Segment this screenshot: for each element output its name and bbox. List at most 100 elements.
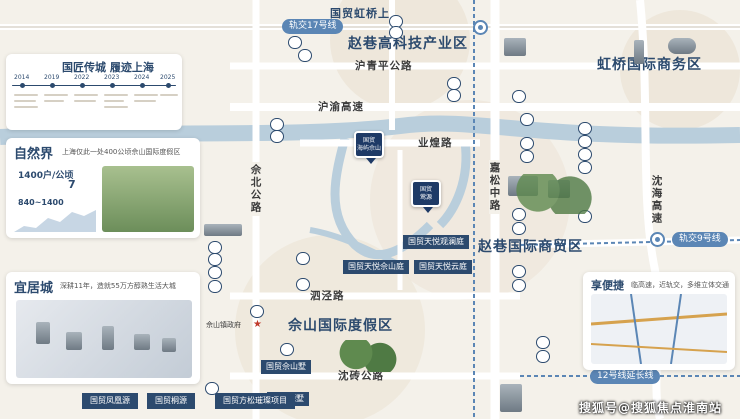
bottom-tag-3[interactable]: 国贸方松璀璨项目 [215,393,295,409]
poi-pill[interactable] [270,130,285,143]
park-trees-icon [514,174,594,214]
park-trees-icon [338,340,398,372]
building-icon [66,332,82,350]
transport-title: 享便捷 [591,279,624,292]
poi-pill[interactable] [296,278,311,291]
poi-pill[interactable] [512,90,527,103]
poi-pill[interactable] [512,279,527,292]
zone-label-zhaoxiang-tech: 赵巷高科技产业区 [348,36,468,52]
timeline-year: 2024 [134,74,150,81]
building-dome-icon [668,38,696,54]
poi-pill[interactable] [205,382,220,395]
transport-subtitle: 临高速，近轨交，多维立体交通 [631,281,729,289]
bottom-tag-1[interactable]: 国贸凤凰源 [82,393,138,409]
poi-pill[interactable] [208,280,223,293]
poi-pill[interactable] [578,122,593,135]
project-label-tianyue-2[interactable]: 国贸天悦佘山庭 [343,260,409,274]
building-tower-icon [500,384,522,412]
poi-pill[interactable] [520,150,535,163]
poi-pill[interactable] [578,148,593,161]
bottom-tag-2[interactable]: 国贸桐源 [147,393,195,409]
timeline-dot [80,83,85,88]
timeline-text-line [160,94,178,96]
nature-chart-area [14,210,96,232]
road-label-huyu: 沪渝高速 [318,101,364,113]
landmark-label-sheshan-gov: 佘山镇政府 [206,321,241,329]
metro-line17-label: 轨交17号线 [282,19,344,34]
timeline-year: 2025 [160,74,176,81]
poi-pill[interactable] [280,343,295,356]
poi-pill[interactable] [536,350,551,363]
district-halo-hongqiao [620,10,740,130]
timeline-text-line [74,100,96,102]
timeline-dot [20,83,25,88]
building-icon [134,334,150,350]
nature-photo [102,166,194,232]
timeline-text-line [104,106,128,108]
nature-panel: 自然界 上海仅此一处400公顷佘山国际度假区 1400户/公顷 7 840~14… [6,138,200,238]
poi-pill[interactable] [578,135,593,148]
road-label-yehuang: 业煌路 [418,137,453,149]
poi-pill[interactable] [208,266,223,279]
zone-label-hongqiao-business: 虹桥国际商务区 [597,57,702,73]
poi-pill[interactable] [578,161,593,174]
timeline-dot [140,83,145,88]
road-label-shenhai: 沈海高速 [650,175,663,225]
building-campus-icon [204,224,242,236]
zone-label-hongqiao-upper: 国贸虹桥上 [330,7,390,20]
transport-inset-lines [591,294,727,364]
project-marker-main[interactable]: 国贸海屿佘山 [354,131,384,164]
nature-area-chart [14,210,96,232]
transport-route [630,294,642,364]
timeline-year: 2022 [74,74,90,81]
river-main [0,115,740,145]
nature-stat-1: 1400户/公顷 [18,171,74,181]
metro-line12-label: 12号线延长线 [590,369,661,384]
poi-pill[interactable] [512,265,527,278]
timeline-text-line [14,94,38,96]
watermark-text: 搜狐号@搜狐焦点淮南站 [578,401,722,415]
nature-stat-2: 7 [68,178,76,191]
timeline-text-line [44,94,68,96]
livable-panel: 宜居城 深耕11年，造就55万方醇熟生活大城 [6,272,200,384]
timeline-year: 2023 [104,74,120,81]
river-branch-east [436,141,471,229]
nature-title: 自然界 [14,147,54,162]
timeline-text-line [44,100,64,102]
transport-route [591,312,727,326]
project-marker-secondary[interactable]: 国贸莺源 [411,180,441,213]
timeline-text-line [104,94,128,96]
project-label-tianyue-1[interactable]: 国贸天悦观澜庭 [403,235,469,249]
building-cluster-icon [504,38,526,56]
poi-pill[interactable] [520,113,535,126]
district-halo-commerce [370,100,570,300]
road-label-huqingping: 沪青平公路 [355,60,413,72]
star-icon: ★ [253,319,262,330]
zone-label-sheshan-resort: 佘山国际度假区 [288,318,393,334]
poi-pill[interactable] [389,26,404,39]
nature-subtitle: 上海仅此一处400公顷佘山国际度假区 [62,148,181,156]
building-icon [36,322,50,344]
metro-line9-label: 轨交9号线 [672,232,728,247]
timeline-text-line [74,94,98,96]
poi-pill[interactable] [250,305,265,318]
poi-pill[interactable] [512,222,527,235]
project-label-sheshan-villa[interactable]: 国贸佘山墅 [261,360,311,374]
timeline-dot [166,83,171,88]
poi-pill[interactable] [296,252,311,265]
poi-pill[interactable] [298,49,313,62]
timeline-text-line [14,100,36,102]
poi-pill[interactable] [288,36,303,49]
timeline-axis [12,85,176,86]
road-label-shebei: 佘北公路 [249,162,262,216]
road-label-sizhuan: 泗泾路 [310,290,345,302]
timeline-text-line [104,100,124,102]
poi-pill[interactable] [447,89,462,102]
project-label-tianyue-3[interactable]: 国贸天悦云庭 [414,260,472,274]
metro-station-icon [650,232,665,247]
poi-pill[interactable] [520,137,535,150]
poi-pill[interactable] [536,336,551,349]
poi-pill[interactable] [208,253,223,266]
building-icon [102,326,114,350]
